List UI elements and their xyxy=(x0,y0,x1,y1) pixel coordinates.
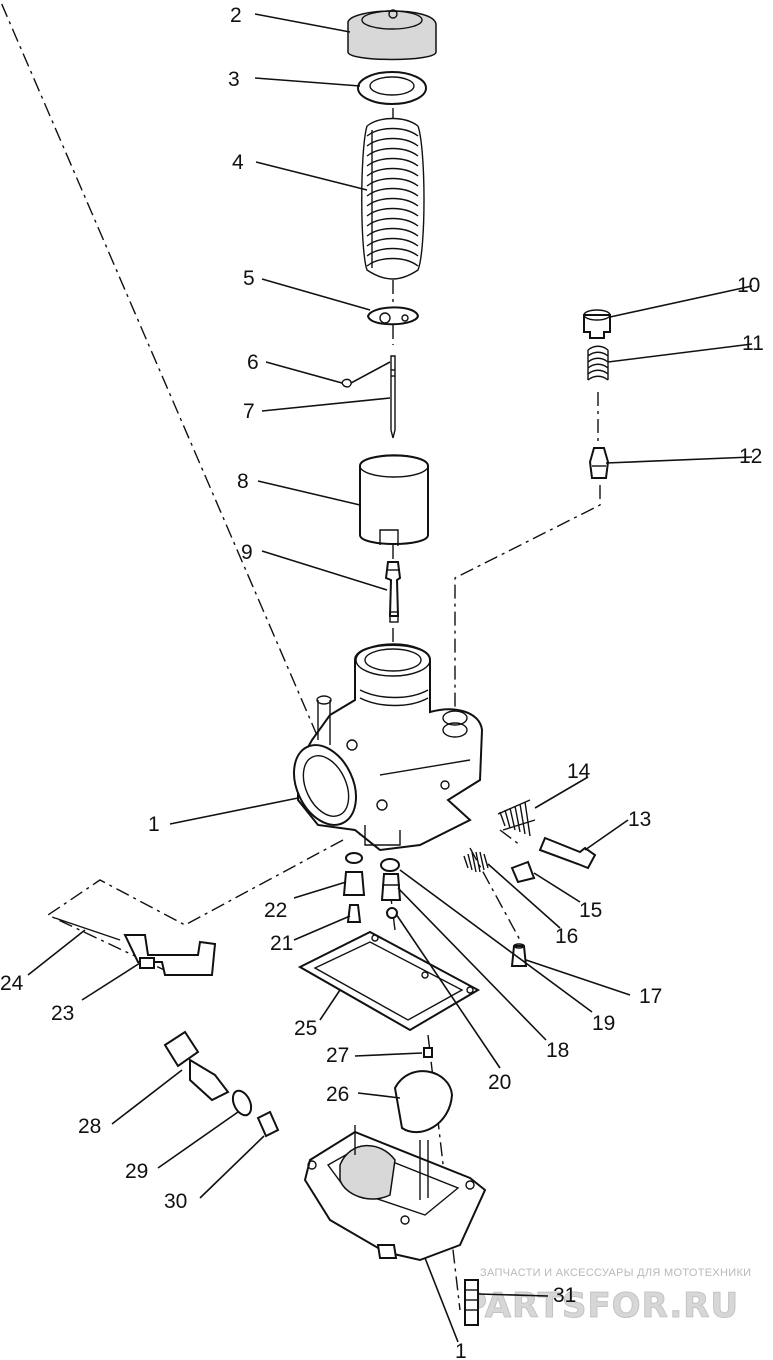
part-washer xyxy=(357,71,427,105)
part-pilot-screw xyxy=(510,860,536,884)
part-drain-bolt xyxy=(163,1030,230,1102)
part-throttle-slide xyxy=(359,454,429,546)
part-float xyxy=(393,1070,454,1134)
watermark-tagline: ЗАПЧАСТИ И АКСЕССУАРЫ ДЛЯ МОТОТЕХНИКИ xyxy=(480,1267,751,1279)
part-overflow-fitting xyxy=(256,1110,280,1138)
callout-10: 10 xyxy=(737,274,760,297)
callout-31: 31 xyxy=(553,1284,576,1307)
watermark-site: PARTSFOR.RU xyxy=(462,1286,739,1326)
part-idle-spring xyxy=(497,799,536,837)
callout-13: 13 xyxy=(628,808,651,831)
callout-21: 21 xyxy=(270,932,293,955)
callout-11: 11 xyxy=(742,332,764,355)
part-choke-plunger xyxy=(588,447,610,479)
callout-26: 26 xyxy=(326,1083,349,1106)
callout-27: 27 xyxy=(326,1044,349,1067)
part-main-jet-assembly xyxy=(380,858,402,919)
callout-23: 23 xyxy=(51,1002,74,1025)
part-cable-bracket xyxy=(123,934,217,976)
callout-1-bowl: 1 xyxy=(455,1340,467,1360)
assembly-axis-lines xyxy=(0,0,601,1311)
watermark: ЗАПЧАСТИ И АКСЕССУАРЫ ДЛЯ МОТОТЕХНИКИ PA… xyxy=(462,1267,752,1327)
part-needle-jet xyxy=(384,561,402,623)
part-needle-retainer xyxy=(366,306,420,326)
callout-28: 28 xyxy=(78,1115,101,1138)
callout-19: 19 xyxy=(592,1012,615,1035)
callout-24: 24 xyxy=(0,972,24,995)
part-float-needle xyxy=(423,1047,433,1058)
callout-labels: 2 3 4 5 6 7 8 9 10 11 12 1 14 13 15 16 1… xyxy=(0,4,764,1360)
part-float-bowl-gasket xyxy=(297,930,481,1032)
callout-29: 29 xyxy=(125,1160,148,1183)
callout-18: 18 xyxy=(546,1039,569,1062)
callout-15: 15 xyxy=(579,899,602,922)
callout-25: 25 xyxy=(294,1017,317,1040)
callout-8: 8 xyxy=(237,470,249,493)
callout-7: 7 xyxy=(243,400,255,423)
callout-17: 17 xyxy=(639,985,662,1008)
part-cable xyxy=(54,917,121,941)
part-float-bowl xyxy=(303,1125,487,1262)
part-adjuster-spring xyxy=(587,345,609,381)
callout-5: 5 xyxy=(243,267,255,290)
callout-22: 22 xyxy=(264,899,287,922)
part-e-clip xyxy=(341,378,352,388)
callout-1-body: 1 xyxy=(148,813,160,836)
part-throttle-spring xyxy=(361,117,425,280)
part-pilot-spring xyxy=(463,851,489,873)
callout-14: 14 xyxy=(567,760,591,783)
part-jet-needle xyxy=(390,355,396,439)
callout-12: 12 xyxy=(739,445,762,468)
part-cap xyxy=(347,9,437,61)
part-drain-washer xyxy=(231,1089,253,1117)
callout-9: 9 xyxy=(241,541,253,564)
part-bowl-screw xyxy=(464,1279,479,1326)
part-cable-adjuster xyxy=(583,309,611,339)
callout-30: 30 xyxy=(164,1190,187,1213)
leader-lines xyxy=(27,13,753,1343)
part-idle-screw xyxy=(538,836,597,870)
callout-20: 20 xyxy=(488,1071,511,1094)
part-carburetor-body xyxy=(293,643,484,852)
callout-2: 2 xyxy=(230,4,242,27)
callout-3: 3 xyxy=(228,68,240,91)
callout-16: 16 xyxy=(555,925,578,948)
callout-4: 4 xyxy=(232,151,244,174)
callout-6: 6 xyxy=(247,351,259,374)
part-pilot-jet xyxy=(342,852,366,923)
